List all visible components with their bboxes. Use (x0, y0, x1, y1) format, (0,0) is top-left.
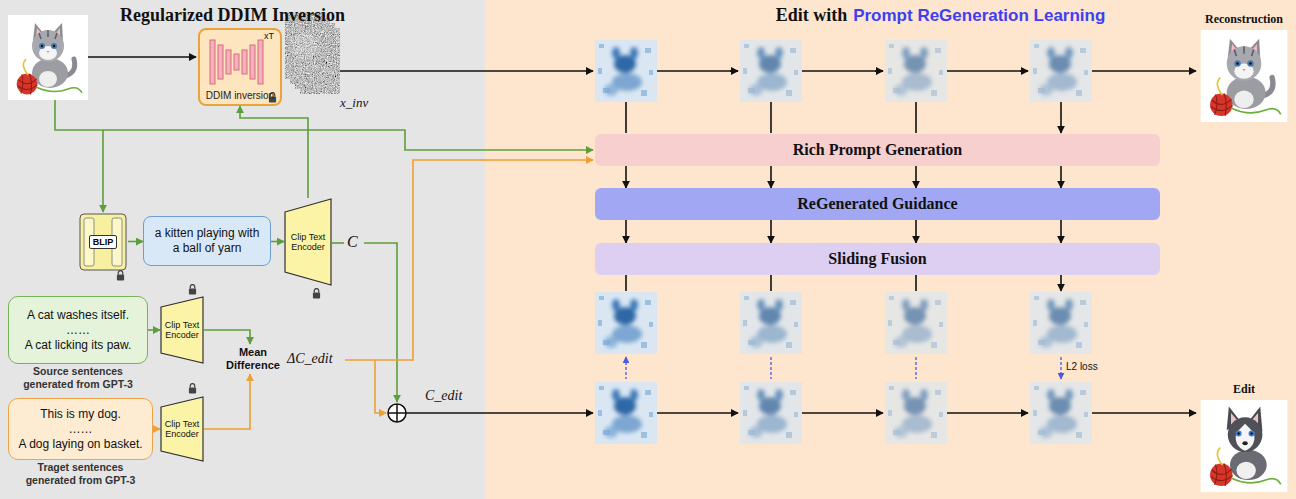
node-text: Clip Text Encoder (163, 419, 201, 439)
connector (204, 330, 250, 344)
connector (153, 428, 160, 430)
node-text: ReGenerated Guidance (797, 195, 957, 213)
connector (271, 241, 284, 243)
connector (1060, 166, 1062, 188)
node-text: This is my dog. (40, 407, 121, 422)
node-text: Rich Prompt Generation (793, 141, 962, 159)
connector (770, 166, 772, 188)
oplus-symbol (388, 404, 406, 422)
node-text: Clip Text Encoder (289, 232, 327, 252)
locks (189, 285, 320, 394)
connector (915, 220, 917, 243)
connector (148, 329, 160, 331)
module-band: ReGenerated Guidance (595, 188, 1160, 220)
connector (240, 106, 308, 198)
heatmaps (595, 40, 1092, 444)
symbol-label: xT (264, 31, 274, 41)
connector (204, 374, 250, 429)
symbol-label: C (347, 233, 358, 251)
node-text: Sliding Fusion (828, 250, 926, 268)
noise-stack (285, 13, 340, 94)
sentence-box: This is my dog.……A dog laying on basket.… (8, 398, 153, 460)
connector (915, 166, 917, 188)
node-text: Clip Text Encoder (163, 320, 201, 340)
node-text: Mean Difference (218, 346, 288, 372)
node-text: BLIP (89, 235, 118, 249)
node-text: DDIM inversion (206, 90, 274, 101)
right-panel: Edit with Prompt ReGeneration LearningRic… (485, 0, 1296, 499)
panel-title-text: Edit with (776, 5, 848, 25)
module-band: Rich Prompt Generation (595, 134, 1160, 166)
node-heading: Traget sentences generated from GPT-3 (15, 461, 147, 487)
sentence-box: A cat washes itself.……A cat licking its … (8, 296, 148, 364)
panel-title: Regularized DDIM Inversion (0, 5, 465, 26)
connector (625, 166, 627, 188)
node-text: A cat licking its paw. (25, 338, 132, 353)
operation-label: Mean Difference (218, 344, 288, 374)
node-heading: Source sentences generated from GPT-3 (12, 365, 144, 391)
flow-lines (55, 57, 1196, 413)
connector (770, 220, 772, 243)
module-band: Sliding Fusion (595, 243, 1160, 275)
node-text: A dog laying on basket. (18, 437, 142, 452)
encoder-trapezoid: Clip Text Encoder (160, 396, 204, 462)
loss-label: L2 loss (1066, 361, 1098, 372)
connector (1060, 220, 1062, 243)
node-text: …… (66, 323, 90, 338)
connector (625, 220, 627, 243)
encoder-trapezoid: Clip Text Encoder (160, 296, 204, 364)
connector (128, 241, 143, 243)
node-heading: Reconstruction (1205, 12, 1283, 27)
encoder-outline (161, 397, 203, 461)
output-image: Reconstruction (1198, 30, 1290, 122)
ddim-unet-icon (198, 28, 282, 106)
panel-title-text: Prompt ReGeneration Learning (853, 6, 1105, 25)
symbol-label: ΔC_edit (287, 351, 333, 367)
symbol-label: x_inv (340, 95, 368, 111)
encoder-trapezoid: Clip Text Encoder (284, 198, 332, 286)
node-text: a kitten playing with a ball of yarn (150, 226, 264, 256)
encoder-outline (285, 199, 331, 285)
node-text: …… (69, 422, 93, 437)
node-heading: Edit (1233, 382, 1255, 397)
node-text: A cat washes itself. (27, 308, 129, 323)
blip-shape (80, 214, 126, 280)
panel-title-text: Regularized DDIM Inversion (120, 5, 345, 25)
output-image: Edit (1198, 400, 1290, 492)
model-block: BLIP (78, 214, 128, 270)
panel-title: Edit with Prompt ReGeneration Learning (685, 5, 1196, 26)
symbol-label: C_edit (425, 388, 462, 404)
caption-box: a kitten playing with a ball of yarn (143, 216, 271, 266)
encoder-outline (161, 297, 203, 363)
left-panel: Regularized DDIM InversionDDIM inversion… (0, 0, 485, 499)
images (8, 15, 1287, 492)
